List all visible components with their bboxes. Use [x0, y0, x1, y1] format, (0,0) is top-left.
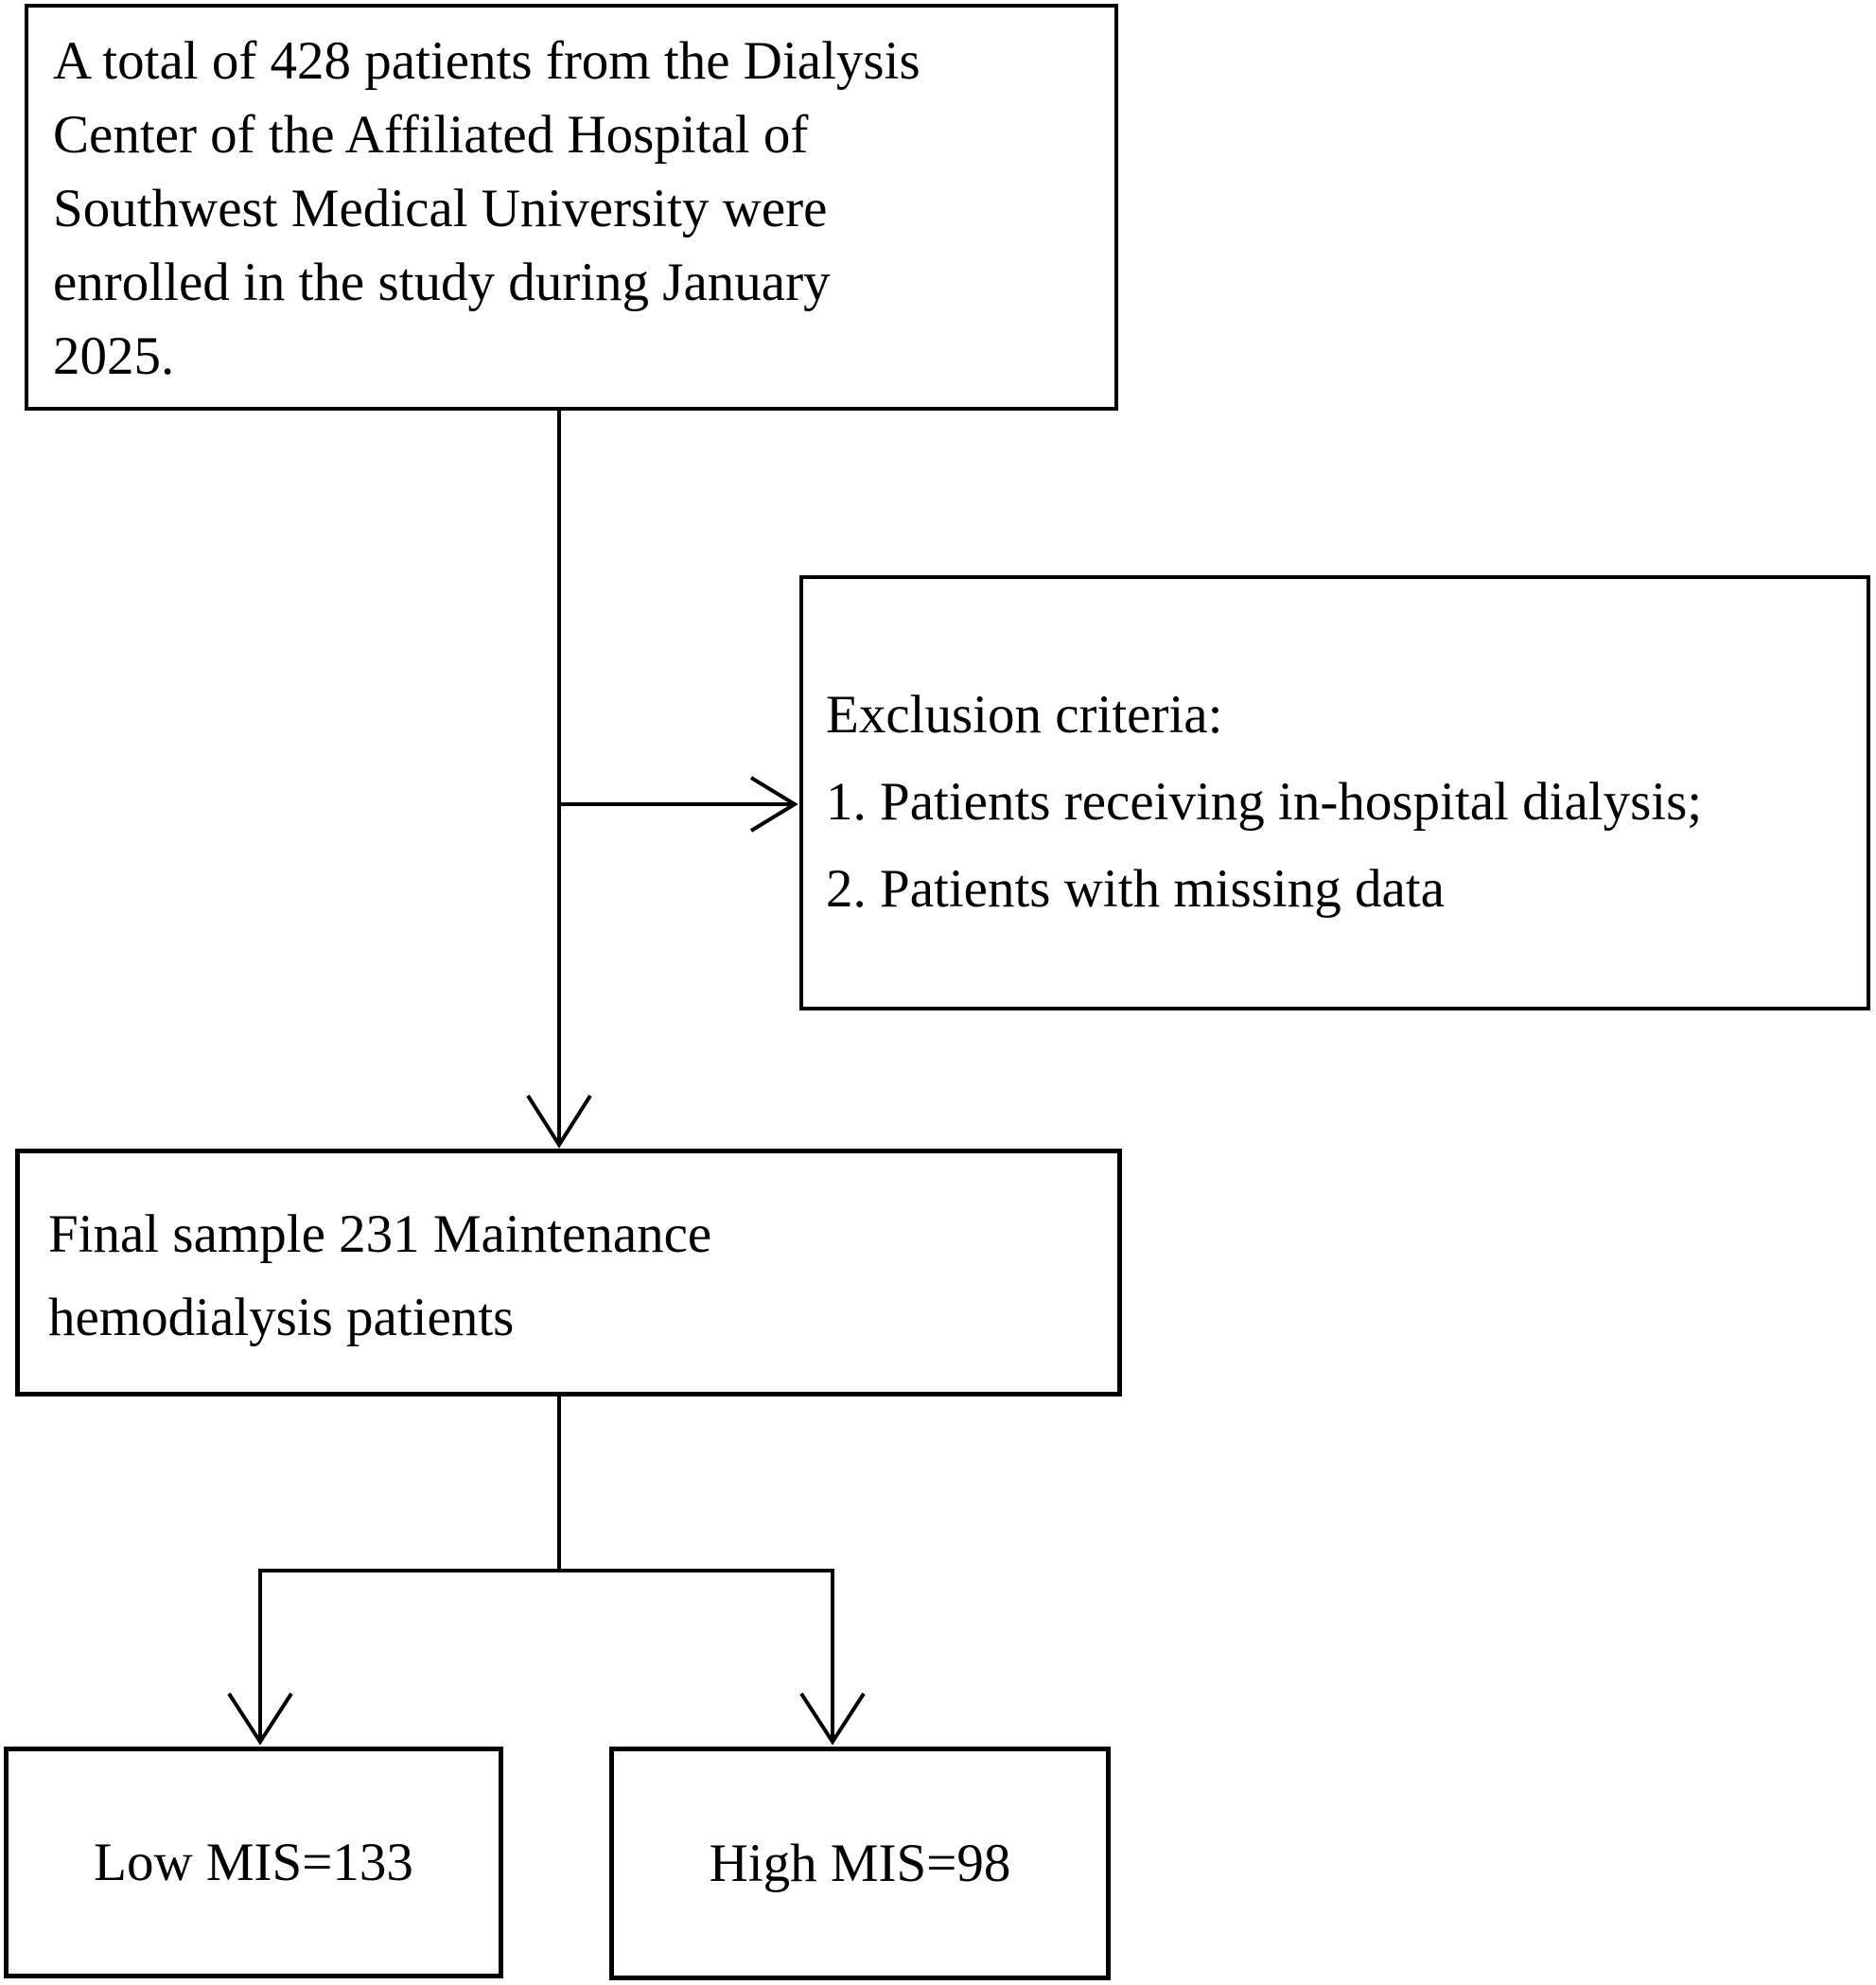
final-sample-box: Final sample 231 Maintenance hemodialysi… [15, 1149, 1122, 1397]
high-mis-box: High MIS=98 [609, 1747, 1111, 1980]
arrow-to-high-mis [799, 1569, 866, 1746]
enrollment-text-line: A total of 428 patients from the Dialysi… [53, 31, 920, 91]
enrollment-text-line: Southwest Medical University were [53, 179, 828, 238]
enrollment-text-line: enrolled in the study during January [53, 253, 831, 312]
low-mis-label: Low MIS=133 [94, 1832, 413, 1892]
arrow-enrollment-to-final-sample [526, 411, 592, 1149]
exclusion-criteria-box: Exclusion criteria: 1. Patients receivin… [799, 575, 1870, 1010]
high-mis-label: High MIS=98 [709, 1833, 1011, 1893]
arrow-to-low-mis [227, 1569, 293, 1746]
exclusion-criteria-heading: Exclusion criteria: [826, 685, 1223, 745]
exclusion-criteria-item: 2. Patients with missing data [826, 859, 1445, 919]
enrollment-text-line: Center of the Affiliated Hospital of [53, 105, 809, 165]
arrow-to-exclusion-criteria [559, 776, 798, 833]
low-mis-box: Low MIS=133 [4, 1747, 503, 1978]
connector-final-sample-split [260, 1397, 833, 1572]
final-sample-text-line: Final sample 231 Maintenance [48, 1204, 712, 1264]
enrollment-box: A total of 428 patients from the Dialysi… [25, 4, 1118, 411]
enrollment-text-line: 2025. [53, 326, 175, 386]
exclusion-criteria-item: 1. Patients receiving in-hospital dialys… [826, 772, 1703, 832]
final-sample-text-line: hemodialysis patients [48, 1288, 515, 1347]
